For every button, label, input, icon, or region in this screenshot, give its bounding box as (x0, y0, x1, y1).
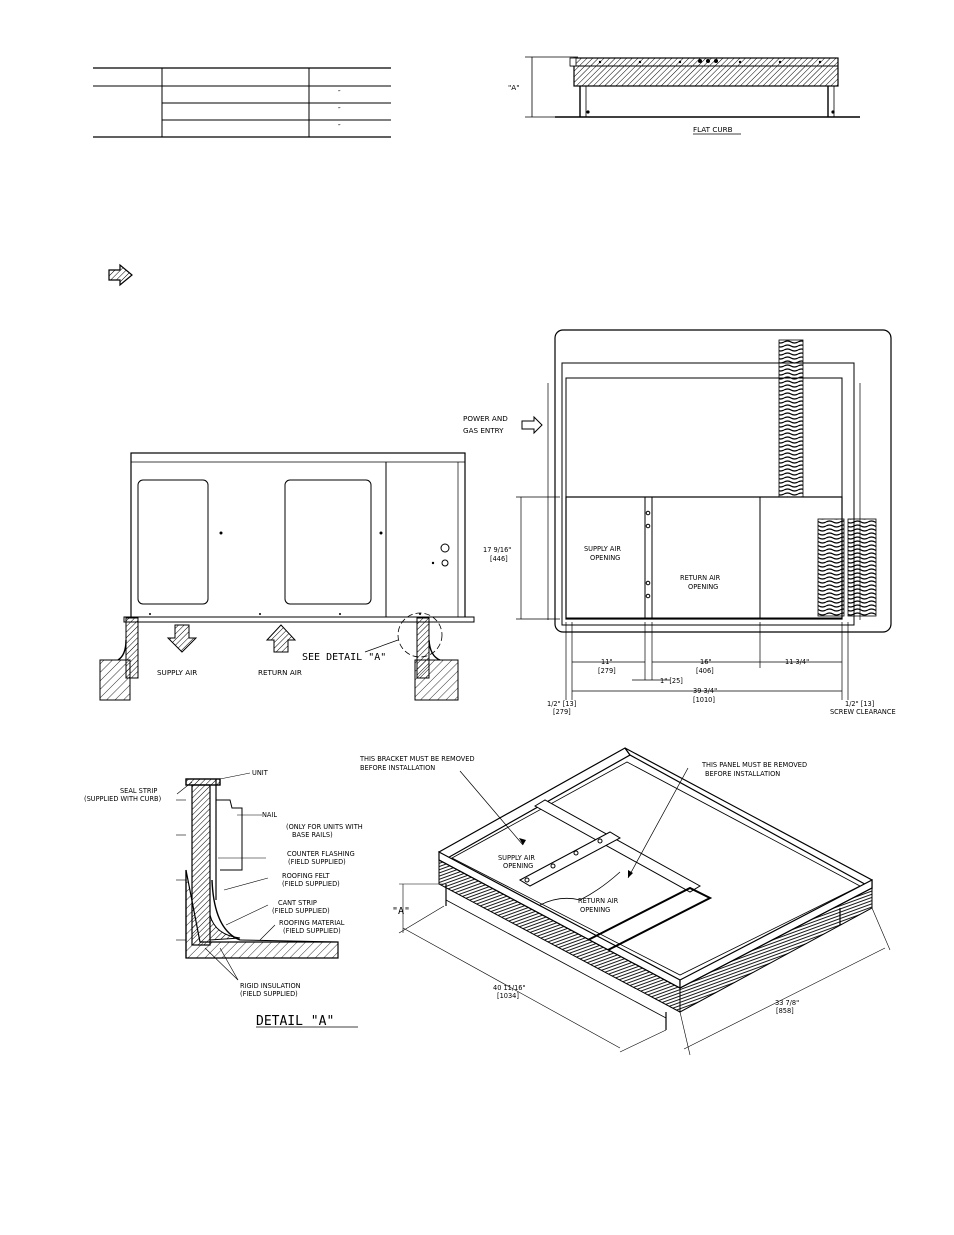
flat-curb-drawing (525, 56, 860, 135)
detail-cant-strip-label: (FIELD SUPPLIED) (272, 907, 330, 915)
detail-roofing-material-label: (FIELD SUPPLIED) (283, 927, 341, 935)
dim-supply-width-mm: [279] (598, 667, 616, 675)
dim-overall-width-mm: [1010] (693, 696, 715, 704)
detail-nail-label: NAIL (262, 811, 277, 819)
detail-roofing-felt-label: (FIELD SUPPLIED) (282, 880, 340, 888)
detail-roofing-material-label: ROOFING MATERIAL (279, 919, 345, 927)
detail-rigid-insulation-label: RIGID INSULATION (240, 982, 301, 990)
curb-isometric-view (398, 747, 891, 1056)
table-cell-mark: ″ (338, 122, 341, 131)
arrow-right-outline-icon (108, 263, 133, 287)
dim-left-clearance-mm: [279] (553, 708, 571, 716)
detail-counter-flashing-label: COUNTER FLASHING (287, 850, 355, 858)
dim-right-width: 11 3/4" (785, 658, 809, 666)
supply-air-down-arrow-icon (166, 624, 198, 653)
detail-base-rails-note: BASE RAILS) (292, 831, 333, 839)
detail-cant-strip-label: CANT STRIP (278, 899, 317, 907)
see-detail-a-label: SEE DETAIL "A" (302, 652, 386, 663)
plan-return-opening-label: OPENING (688, 583, 718, 591)
supply-air-label: SUPPLY AIR (157, 668, 197, 677)
dim-right-clearance: 1/2" [13] (845, 700, 874, 708)
detail-roofing-felt-label: ROOFING FELT (282, 872, 331, 880)
dimension-table (93, 67, 391, 138)
iso-dim-length: 40 11/16" (493, 984, 526, 992)
dim-return-width-mm: [406] (696, 667, 714, 675)
flat-curb-caption: FLAT CURB (693, 125, 733, 134)
plan-supply-opening-label: OPENING (590, 554, 620, 562)
unit-side-elevation (99, 452, 475, 701)
return-air-label: RETURN AIR (258, 668, 302, 677)
plan-supply-opening-label: SUPPLY AIR (584, 545, 621, 553)
panel-removal-note: BEFORE INSTALLATION (705, 770, 780, 778)
return-air-up-arrow-icon (265, 624, 297, 653)
bracket-removal-note: THIS BRACKET MUST BE REMOVED (359, 755, 475, 763)
detail-a-title: DETAIL "A" (256, 1014, 334, 1029)
dim-return-width: 16" (700, 658, 711, 666)
table-cell-mark: ″ (338, 88, 341, 97)
plan-return-opening-label: RETURN AIR (680, 574, 721, 582)
detail-unit-label: UNIT (252, 769, 269, 777)
dim-height-mm: [446] (490, 555, 508, 563)
screw-clearance-label: SCREW CLEARANCE (830, 708, 896, 716)
detail-seal-strip-label: SEAL STRIP (120, 787, 157, 795)
detail-seal-strip-label: (SUPPLIED WITH CURB) (84, 795, 161, 803)
dim-overall-width: 39 3/4" (693, 687, 717, 695)
iso-supply-opening-label: SUPPLY AIR (498, 854, 535, 862)
detail-base-rails-note: (ONLY FOR UNITS WITH (286, 823, 363, 831)
power-gas-entry-label: POWER AND (463, 414, 508, 423)
iso-dim-width-mm: [858] (776, 1007, 794, 1015)
iso-return-opening-label: OPENING (580, 906, 610, 914)
unit-plan-view (516, 329, 892, 700)
iso-dim-a: "A" (392, 906, 410, 917)
iso-supply-opening-label: OPENING (503, 862, 533, 870)
iso-dim-length-mm: [1034] (497, 992, 519, 1000)
dim-left-clearance: 1/2" [13] (547, 700, 576, 708)
dim-height: 17 9/16" (483, 546, 511, 554)
detail-counter-flashing-label: (FIELD SUPPLIED) (288, 858, 346, 866)
detail-rigid-insulation-label: (FIELD SUPPLIED) (240, 990, 298, 998)
flat-curb-dim-a: "A" (508, 83, 520, 92)
bracket-removal-note: BEFORE INSTALLATION (360, 764, 435, 772)
power-gas-entry-label: GAS ENTRY (463, 426, 504, 435)
dim-divider-width: 1" [25] (660, 677, 683, 685)
detail-a-section (176, 772, 358, 1028)
iso-dim-width: 33 7/8" (775, 999, 799, 1007)
panel-removal-note: THIS PANEL MUST BE REMOVED (701, 761, 807, 769)
table-cell-mark: ″ (338, 105, 341, 114)
dim-supply-width: 11" (601, 658, 612, 666)
iso-return-opening-label: RETURN AIR (578, 897, 619, 905)
